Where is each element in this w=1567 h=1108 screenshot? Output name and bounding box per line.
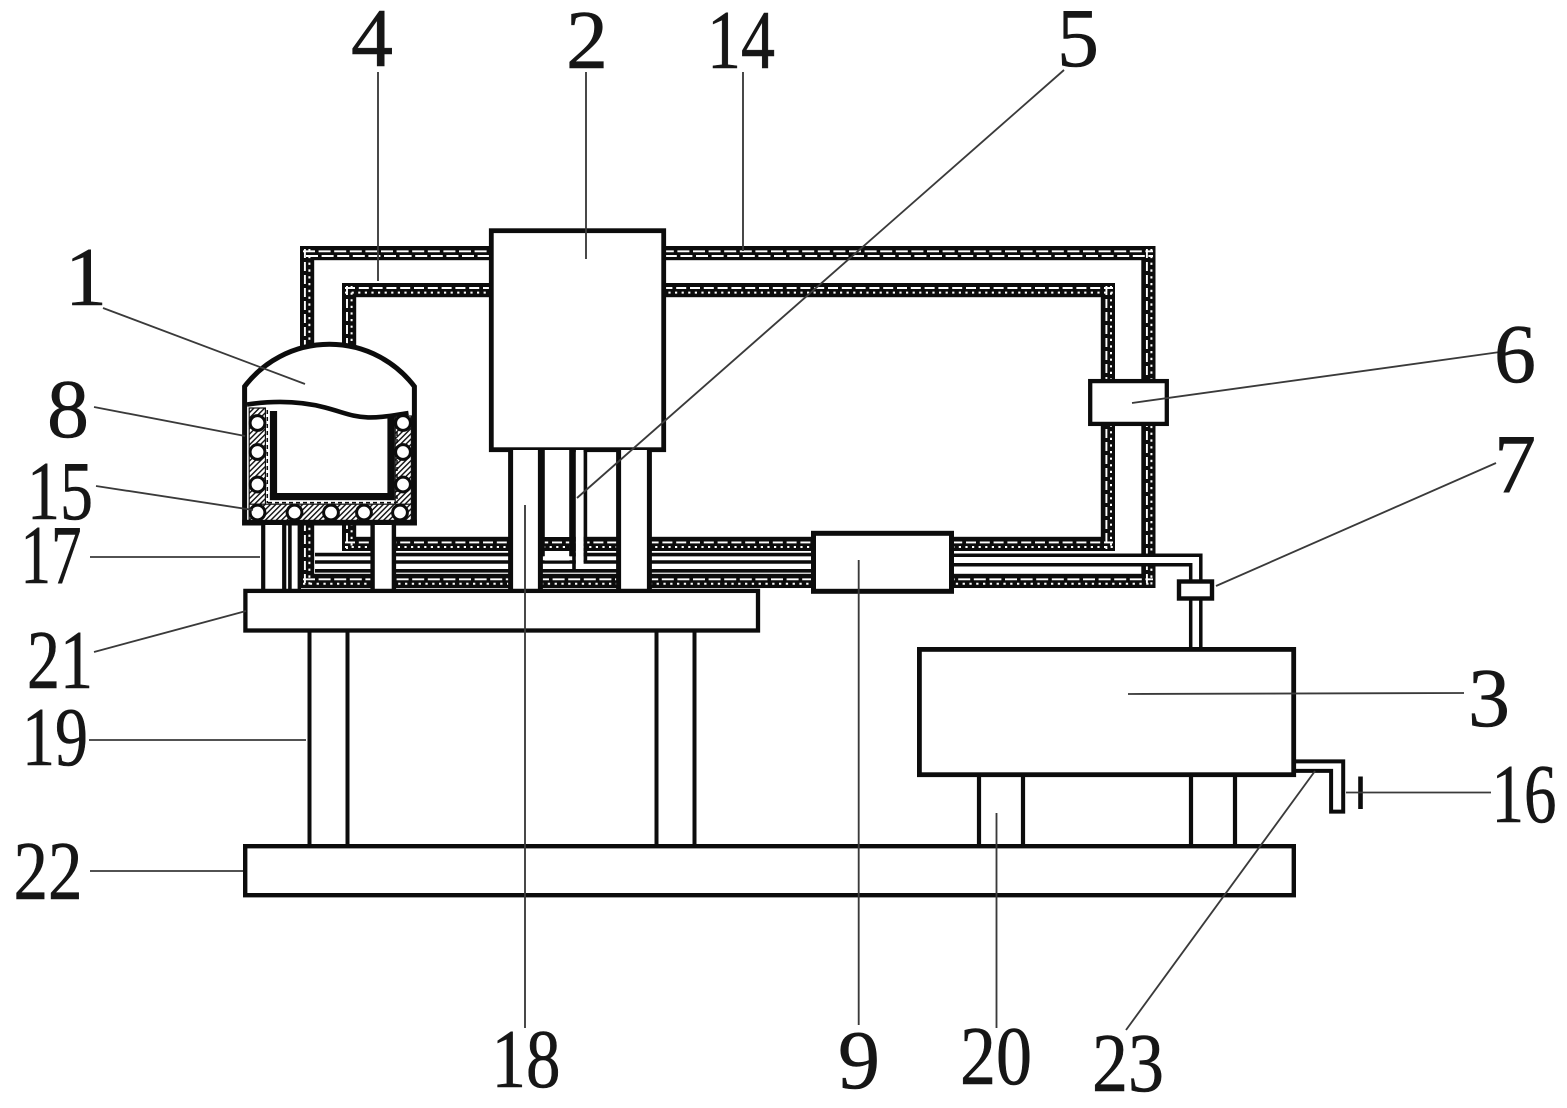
- svg-text:18: 18: [492, 1013, 561, 1106]
- svg-text:21: 21: [27, 614, 93, 707]
- svg-text:20: 20: [960, 1010, 1032, 1103]
- svg-text:17: 17: [21, 509, 82, 602]
- svg-text:4: 4: [351, 0, 393, 85]
- svg-text:9: 9: [838, 1014, 880, 1107]
- svg-text:3: 3: [1468, 652, 1510, 745]
- svg-text:23: 23: [1092, 1017, 1164, 1108]
- svg-text:5: 5: [1057, 0, 1099, 85]
- svg-text:6: 6: [1494, 308, 1536, 401]
- svg-text:2: 2: [566, 0, 608, 87]
- svg-text:7: 7: [1494, 418, 1536, 511]
- svg-text:22: 22: [14, 825, 83, 918]
- svg-text:14: 14: [707, 0, 775, 87]
- svg-text:15: 15: [27, 445, 93, 538]
- svg-text:1: 1: [65, 231, 107, 324]
- svg-text:19: 19: [22, 691, 88, 784]
- svg-text:8: 8: [47, 363, 89, 456]
- svg-text:16: 16: [1492, 748, 1557, 841]
